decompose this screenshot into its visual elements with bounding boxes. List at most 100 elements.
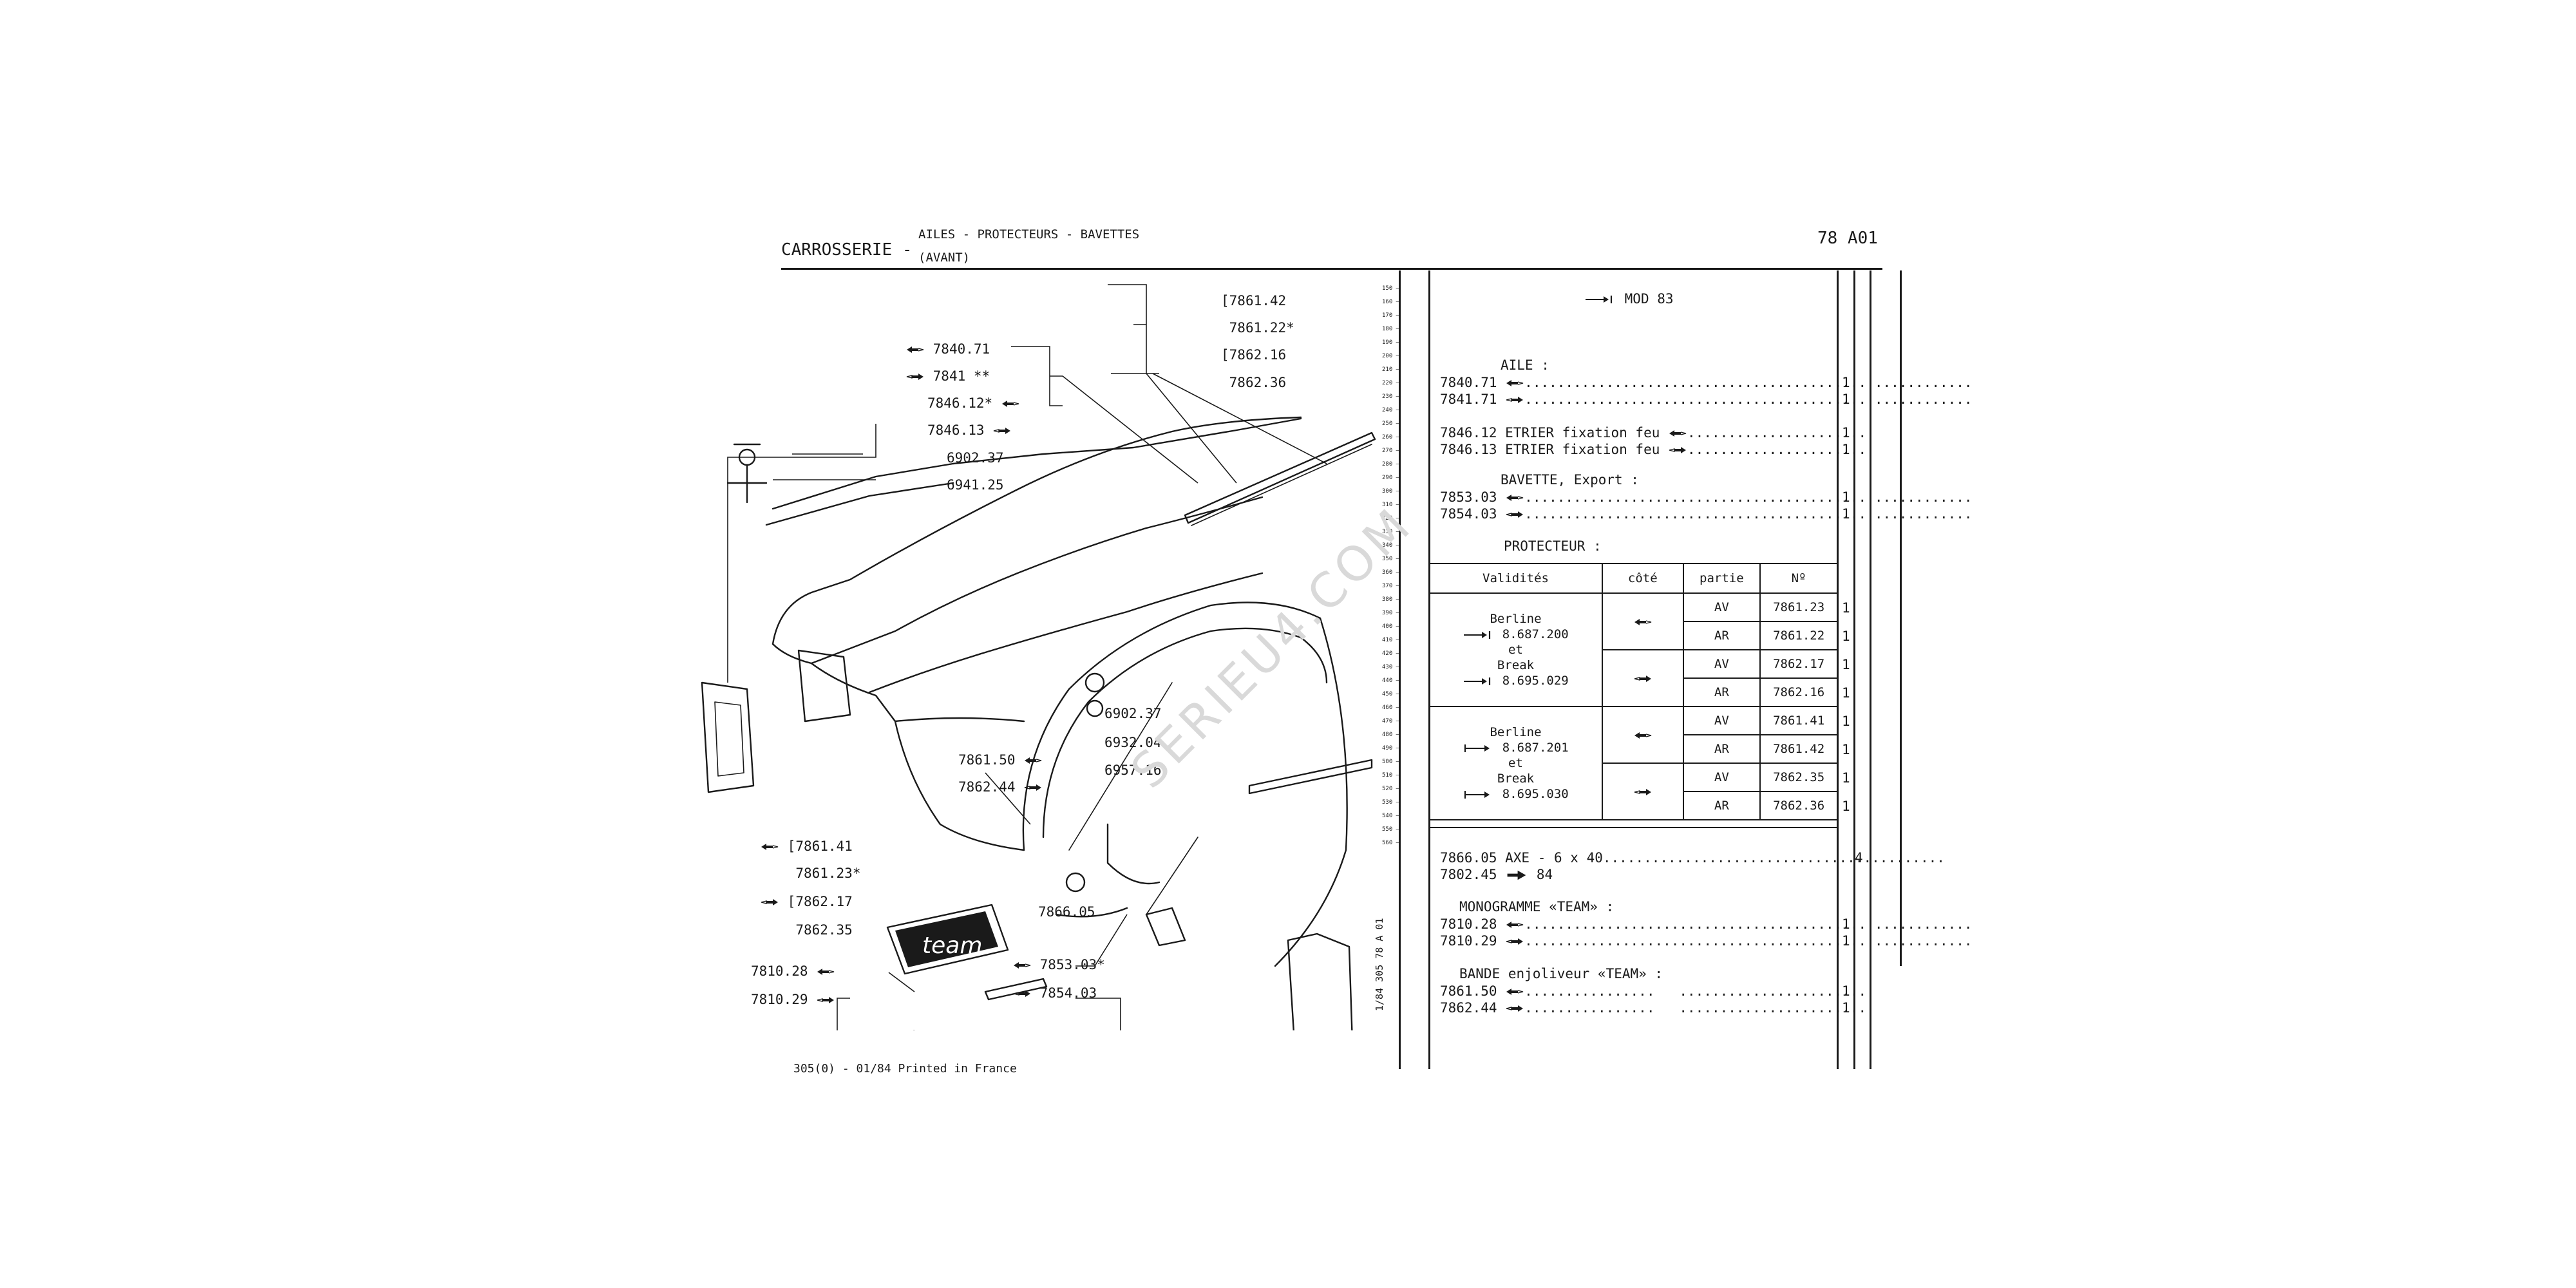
header-rule (781, 268, 1882, 270)
cote-right-1 (1602, 649, 1684, 707)
partie-cell: AV (1682, 592, 1761, 622)
print-info: 305(0) - 01/84 Printed in France (793, 1062, 1017, 1075)
scale-tick: 560 — (1382, 840, 1400, 846)
label-7862-16: [7862.16 (1221, 347, 1287, 363)
qty-rule-1 (1837, 270, 1839, 1069)
header-section: CARROSSERIE - (781, 240, 913, 260)
wheel-arch-outer (1022, 601, 1321, 851)
scale-tick: 490 — (1382, 745, 1400, 752)
scale-tick: 340 — (1382, 542, 1400, 549)
label-7846-13: 7846.13 (927, 422, 1012, 438)
aile-qty-3: 1 (1842, 425, 1850, 440)
scale-tick: 200 — (1382, 353, 1400, 359)
scale-tick: 520 — (1382, 786, 1400, 792)
scale-tick: 150 — (1382, 285, 1400, 292)
bande-item-1: 7861.50 ................ ...............… (1440, 983, 1867, 999)
validite-group-2: Berline 8.687.201 et Break 8.695.030 (1428, 706, 1603, 820)
mod-83-marker: MOD 83 (1584, 291, 1674, 307)
label-6902-37-top: 6902.37 (947, 450, 1004, 466)
label-6902-37-mid: 6902.37 (1104, 706, 1162, 721)
numero-cell: 7862.35 (1759, 762, 1838, 792)
col-validites: Validités (1428, 563, 1603, 594)
fender-top-line (772, 416, 1302, 645)
scale-tick: 430 — (1382, 664, 1400, 670)
scale-tick: 310 — (1382, 502, 1400, 508)
label-7866-05: 7866.05 (1038, 904, 1095, 920)
label-7854-03: 7854.03 (1012, 985, 1097, 1001)
aile-qty-4: 1 (1842, 442, 1850, 457)
bavette-qty-1: 1 (1842, 489, 1850, 505)
monogramme-qty-1: 1 (1842, 916, 1850, 932)
numero-cell: 7861.23 (1759, 592, 1838, 622)
aile-title: AILE : (1501, 357, 1549, 373)
scale-tick: 180 — (1382, 326, 1400, 332)
scale-tick: 550 — (1382, 826, 1400, 833)
scale-tick: 280 — (1382, 461, 1400, 468)
label-7861-23: 7861.23* (795, 866, 861, 881)
aile-item-1: 7840.71 ................................… (1440, 375, 1973, 390)
monogramme-qty-2: 1 (1842, 933, 1850, 949)
scale-tick: 170 — (1382, 312, 1400, 319)
scale-tick: 440 — (1382, 677, 1400, 684)
label-7861-22: 7861.22* (1229, 320, 1294, 336)
scale-tick: 390 — (1382, 610, 1400, 616)
vertical-ref: 1/84 305 78 A 01 (1374, 918, 1385, 1012)
scale-tick: 250 — (1382, 421, 1400, 427)
label-7861-50: 7861.50 (958, 752, 1043, 768)
scale-tick: 320 — (1382, 515, 1400, 522)
bavette-shape (1287, 933, 1353, 1030)
numero-cell: 7861.42 (1759, 734, 1838, 764)
scale-tick: 300 — (1382, 488, 1400, 495)
scale-tick: 260 — (1382, 434, 1400, 440)
col-numero: Nº (1759, 563, 1838, 594)
prot-qty-8: 1 (1842, 799, 1850, 814)
scale-tick: 530 — (1382, 799, 1400, 806)
monogramme-item-1: 7810.28 ................................… (1440, 916, 1973, 932)
bande-item-2: 7862.44 ................ ...............… (1440, 1000, 1867, 1016)
numero-cell: 7861.22 (1759, 621, 1838, 650)
numero-cell: 7861.41 (1759, 706, 1838, 735)
scale-tick: 450 — (1382, 691, 1400, 697)
scale-tick: 190 — (1382, 339, 1400, 346)
prot-qty-7: 1 (1842, 770, 1850, 786)
partie-cell: AV (1682, 649, 1761, 679)
scale-tick: 210 — (1382, 366, 1400, 373)
scale-tick: 290 — (1382, 475, 1400, 481)
label-6957-16: 6957.16 (1104, 762, 1162, 778)
partie-cell: AR (1682, 791, 1761, 820)
aile-item-3: 7846.12 ETRIER fixation feu ............… (1440, 425, 1875, 440)
label-7862-44: 7862.44 (958, 779, 1043, 795)
headlamp-bracket (701, 681, 755, 793)
exploded-parts-diagram: team (701, 284, 1376, 1030)
label-6932-04: 6932.04 (1104, 735, 1162, 750)
monogramme-title: MONOGRAMME «TEAM» : (1459, 899, 1615, 914)
qty-rule-4 (1900, 270, 1902, 966)
bavette-item-1: 7853.03 ................................… (1440, 489, 1973, 505)
partie-cell: AV (1682, 706, 1761, 735)
monogramme-item-2: 7810.29 ................................… (1440, 933, 1973, 949)
protecteur-table: Validités côté partie Nº Berline 8.687.2… (1428, 563, 1838, 820)
scale-tick: 400 — (1382, 623, 1400, 630)
wheel-arch-inner (1042, 627, 1302, 838)
page-code: 78 A01 (1817, 229, 1878, 248)
col-partie: partie (1682, 563, 1761, 594)
prot-qty-4: 1 (1842, 685, 1850, 701)
scale-tick: 370 — (1382, 583, 1400, 589)
label-7846-12: 7846.12* (927, 395, 1020, 411)
bavette-title: BAVETTE, Export : (1501, 472, 1639, 488)
label-7810-29: 7810.29 (751, 992, 835, 1007)
aile-qty-2: 1 (1842, 392, 1850, 407)
label-6941-25: 6941.25 (947, 477, 1004, 493)
axe-qty: 4 (1855, 850, 1863, 866)
label-7861-41: [7861.41 (760, 838, 853, 854)
bavette-qty-2: 1 (1842, 506, 1850, 522)
aile-item-2: 7841.71 ................................… (1440, 392, 1973, 407)
scale-tick: 360 — (1382, 569, 1400, 576)
partie-cell: AR (1682, 677, 1761, 707)
prot-qty-3: 1 (1842, 657, 1850, 672)
bande-title: BANDE enjoliveur «TEAM» : (1459, 966, 1663, 981)
prot-qty-6: 1 (1842, 742, 1850, 757)
scale-tick: 410 — (1382, 637, 1400, 643)
scale-tick: 160 — (1382, 299, 1400, 305)
label-7862-36: 7862.36 (1229, 375, 1287, 390)
